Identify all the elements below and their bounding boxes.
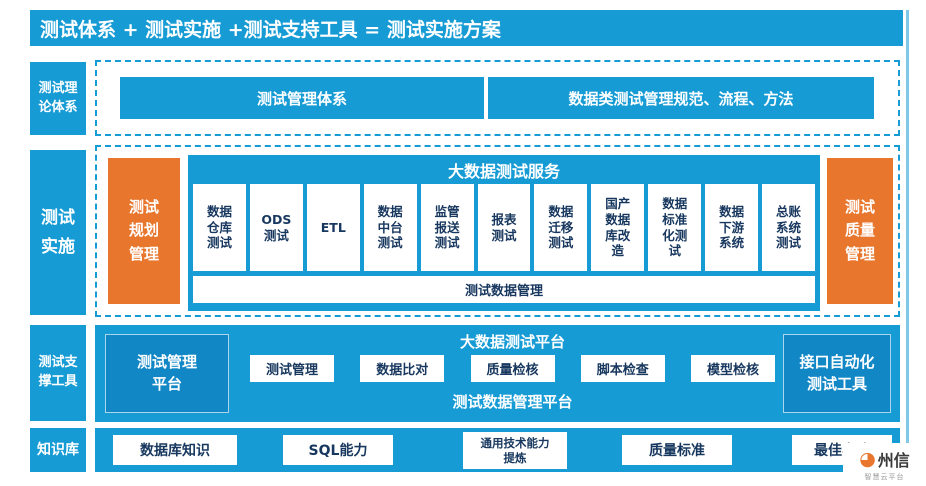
service-item: 数据 迁移 测试 bbox=[534, 184, 588, 271]
logo-swirl-icon: ◕ bbox=[859, 447, 876, 470]
implementation-row: 测试 规划 管理 大数据测试服务 数据 仓库 测试 ODS 测试 ETL 数据 … bbox=[95, 145, 900, 317]
bigdata-test-platform-title: 大数据测试平台 bbox=[459, 333, 565, 351]
service-item: ETL bbox=[306, 184, 360, 271]
test-management-system-box: 测试管理体系 bbox=[120, 77, 484, 119]
service-item: 总账 系统 测试 bbox=[762, 184, 815, 271]
service-item-list: 数据 仓库 测试 ODS 测试 ETL 数据 中台 测试 监管 报送 测试 报表… bbox=[188, 184, 820, 271]
support-tools-row: 测试管理 平台 大数据测试平台 测试管理 数据比对 质量检核 脚本检查 模型检核… bbox=[95, 325, 900, 422]
platform-tool: 质量检核 bbox=[470, 355, 555, 382]
service-item: 数据 仓库 测试 bbox=[193, 184, 246, 271]
test-planning-management-box: 测试 规划 管理 bbox=[108, 158, 180, 304]
test-data-management-bar: 测试数据管理 bbox=[193, 276, 815, 303]
service-item: 数据 标准 化测 试 bbox=[648, 184, 702, 271]
test-quality-management-box: 测试 质量 管理 bbox=[827, 158, 893, 304]
sidebar-item-support-tools: 测试支 撑工具 bbox=[30, 325, 86, 421]
sidebar-item-knowledge-base: 知识库 bbox=[30, 428, 86, 472]
knowledge-item: 质量标准 bbox=[622, 435, 732, 465]
platform-tool: 模型检核 bbox=[691, 355, 775, 382]
test-data-management-platform-bar: 测试数据管理平台 bbox=[452, 393, 573, 411]
platform-tool: 数据比对 bbox=[360, 355, 445, 382]
platform-tool: 脚本检查 bbox=[580, 355, 665, 382]
api-automation-tool-box: 接口自动化 测试工具 bbox=[783, 334, 891, 413]
sidebar-item-implementation: 测试 实施 bbox=[30, 150, 86, 315]
slide-right-border bbox=[906, 10, 909, 472]
bigdata-test-service-title: 大数据测试服务 bbox=[447, 161, 560, 181]
slide-title: 测试体系 + 测试实施 +测试支持工具 = 测试实施方案 bbox=[30, 10, 903, 46]
service-item: ODS 测试 bbox=[249, 184, 303, 271]
platform-tool: 测试管理 bbox=[250, 355, 334, 382]
service-item: 数据 下游 系统 bbox=[705, 184, 759, 271]
logo-subtext: 智慧云平台 bbox=[864, 473, 905, 481]
knowledge-row: 数据库知识 SQL能力 通用技术能力 提炼 质量标准 最佳实践 bbox=[95, 428, 900, 472]
service-item: 数据 中台 测试 bbox=[363, 184, 417, 271]
data-test-spec-box: 数据类测试管理规范、流程、方法 bbox=[488, 77, 874, 119]
service-item: 报表 测试 bbox=[477, 184, 531, 271]
theory-row: 测试管理体系 数据类测试管理规范、流程、方法 bbox=[95, 60, 900, 136]
company-logo: ◕ 州信 智慧云平台 bbox=[843, 443, 926, 486]
test-management-platform-box: 测试管理 平台 bbox=[105, 334, 229, 413]
logo-text: 州信 bbox=[877, 451, 910, 470]
service-item: 监管 报送 测试 bbox=[420, 184, 474, 271]
bigdata-test-service-panel: 大数据测试服务 数据 仓库 测试 ODS 测试 ETL 数据 中台 测试 监管 … bbox=[188, 155, 820, 311]
service-item: 国产 数据 库改 造 bbox=[591, 184, 645, 271]
sidebar-item-theory: 测试理 论体系 bbox=[30, 62, 86, 135]
knowledge-item: 通用技术能力 提炼 bbox=[463, 432, 567, 469]
knowledge-item: SQL能力 bbox=[283, 435, 393, 465]
knowledge-item: 数据库知识 bbox=[113, 435, 237, 465]
platform-tool-list: 测试管理 数据比对 质量检核 脚本检查 模型检核 bbox=[250, 355, 775, 382]
